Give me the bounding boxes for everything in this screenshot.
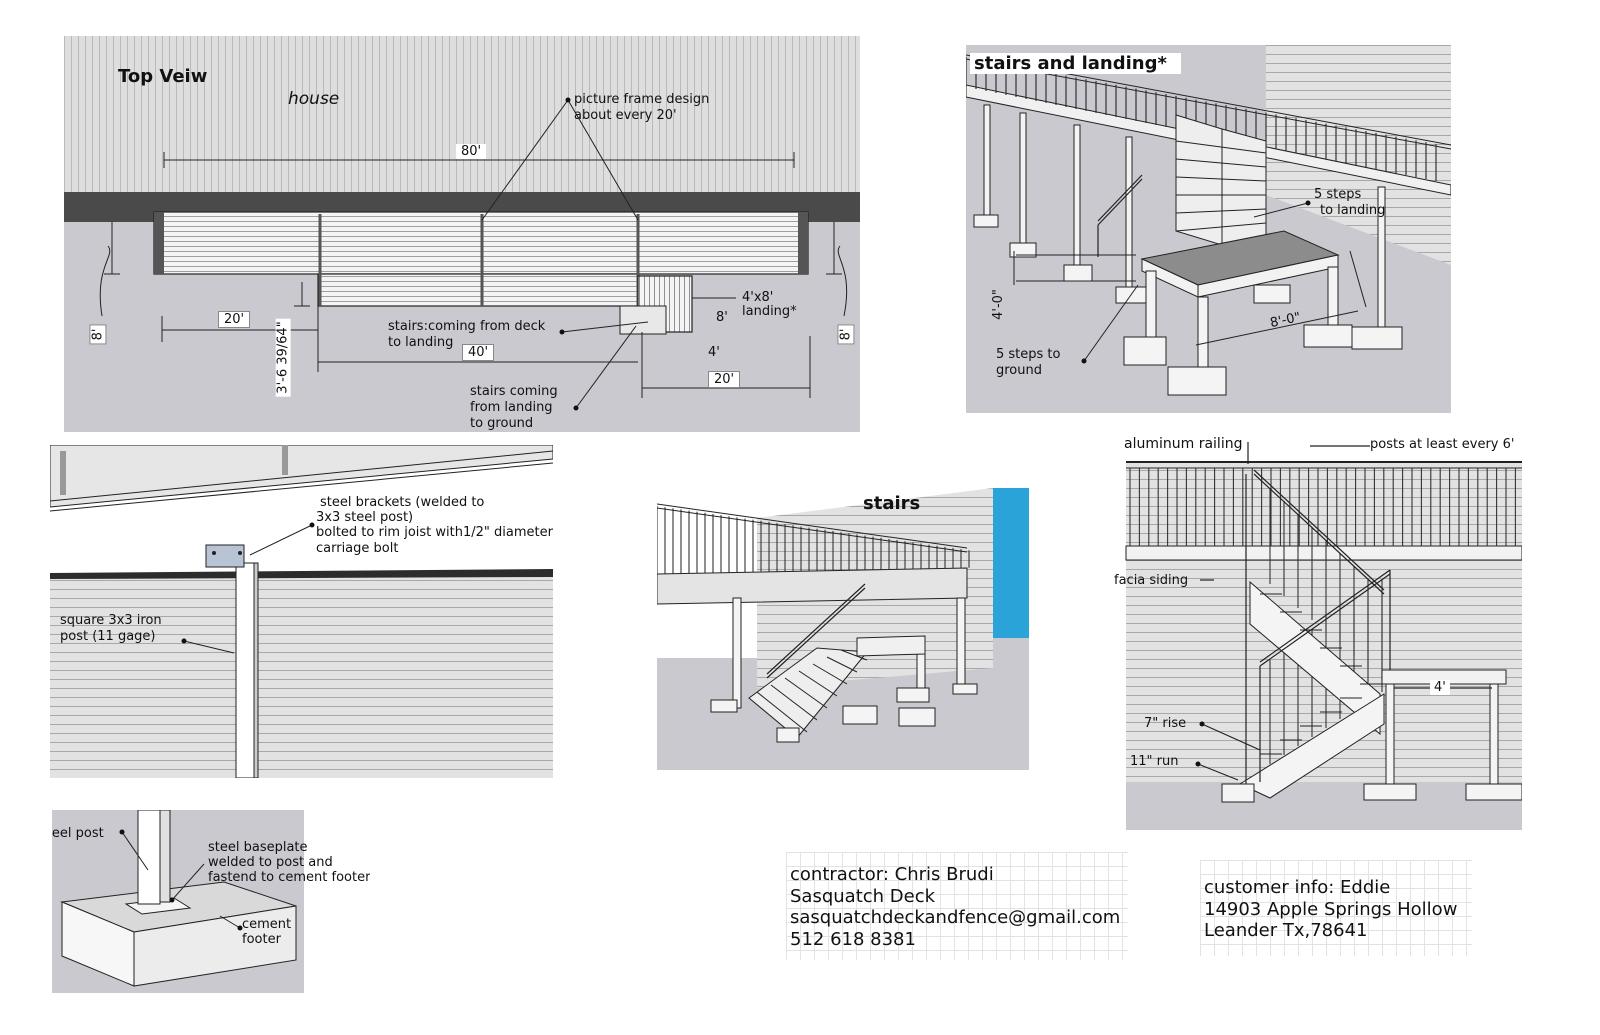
contractor-info-block: contractor: Chris Brudi Sasquatch Deck s… xyxy=(786,852,1128,960)
customer-name: customer info: Eddie xyxy=(1204,877,1391,898)
stairs-deck-to-landing-line-1: stairs:coming from deck xyxy=(388,319,546,334)
facia-siding-label: facia siding xyxy=(1114,573,1189,588)
baseplate-note-line-3: fastend to cement footer xyxy=(208,870,370,885)
landing-height-dim: 4'-0" xyxy=(990,289,1006,320)
baseplate-note-line-1: steel baseplate xyxy=(208,840,308,855)
bracket-post-panel: steel brackets (welded to 3x3 steel post… xyxy=(50,445,553,778)
dim-step-in: 3'-6 39/64" xyxy=(275,318,291,397)
top-view-title: Top Veiw xyxy=(118,66,208,87)
post-note-line-1: square 3x3 iron xyxy=(60,613,162,628)
dim-total-width: 80' xyxy=(456,144,487,159)
dim-middle-section: 40' xyxy=(462,344,495,361)
footer-note-line-1: cement xyxy=(242,917,292,932)
steps-to-ground-line-1: 5 steps to xyxy=(996,347,1061,362)
picture-frame-note-line-2: about every 20' xyxy=(574,108,677,123)
aluminum-railing-label: aluminum railing xyxy=(1124,436,1243,452)
stairs-title: stairs xyxy=(863,493,921,514)
dim-left-depth: 8' xyxy=(89,324,107,345)
landing-depth-label: 8' xyxy=(716,310,728,325)
stairs-landing-to-ground-line-1: stairs coming xyxy=(470,384,558,399)
steps-to-landing-line-1: 5 steps xyxy=(1314,187,1362,202)
top-view-panel: Top Veiw house picture frame design abou… xyxy=(64,36,860,432)
landing-width-label: 4' xyxy=(1430,680,1450,695)
contractor-company: Sasquatch Deck xyxy=(790,886,936,907)
contractor-phone: 512 618 8381 xyxy=(790,929,916,950)
bracket-note-line-2: 3x3 steel post) xyxy=(316,510,414,525)
steel-post-label: steel post xyxy=(52,826,104,841)
contractor-name: contractor: Chris Brudi xyxy=(790,864,994,885)
stairs-landing-title: stairs and landing* xyxy=(970,53,1181,74)
landing-label-line-2: landing* xyxy=(742,304,797,319)
railing-elevation-drawing xyxy=(1110,434,1522,830)
railing-elevation-panel: aluminum railing posts at least every 6'… xyxy=(1110,434,1522,830)
picture-frame-note-line-1: picture frame design xyxy=(574,92,710,107)
customer-address: 14903 Apple Springs Hollow xyxy=(1204,899,1458,920)
footer-detail-panel: steel post steel baseplate welded to pos… xyxy=(52,810,370,993)
stairs-landing-to-ground-line-2: from landing xyxy=(470,400,553,415)
customer-info-block: customer info: Eddie 14903 Apple Springs… xyxy=(1200,860,1472,956)
dim-right-section: 20' xyxy=(708,371,741,388)
run-label: 11" run xyxy=(1130,754,1179,769)
customer-city: Leander Tx,78641 xyxy=(1204,920,1368,941)
rise-label: 7" rise xyxy=(1144,716,1187,731)
post-note-line-2: post (11 gage) xyxy=(60,629,156,644)
stairs-drawing xyxy=(657,488,1029,770)
bracket-note-line-1: steel brackets (welded to xyxy=(320,495,485,510)
steps-to-landing-line-2: to landing xyxy=(1320,203,1386,218)
dim-left-section: 20' xyxy=(218,311,251,328)
bracket-note-line-3: bolted to rim joist with1/2" diameter xyxy=(316,525,553,540)
posts-note-label: posts at least every 6' xyxy=(1370,437,1515,452)
bracket-note-line-4: carriage bolt xyxy=(316,541,399,556)
top-view-drawing xyxy=(64,36,860,432)
landing-width-label: 4' xyxy=(708,345,720,360)
stairs-landing-panel: stairs and landing* 5 steps to landing 5… xyxy=(966,45,1451,413)
landing-label-line-1: 4'x8' xyxy=(742,290,774,305)
contractor-email: sasquatchdeckandfence@gmail.com xyxy=(790,907,1121,928)
footer-detail-drawing xyxy=(52,810,304,993)
stairs-panel: stairs xyxy=(657,488,1029,770)
dim-right-depth: 8' xyxy=(837,324,855,345)
baseplate-note-line-2: welded to post and xyxy=(208,855,333,870)
stairs-landing-drawing xyxy=(966,45,1451,413)
steps-to-ground-line-2: ground xyxy=(996,363,1042,378)
stairs-landing-to-ground-line-3: to ground xyxy=(470,416,534,431)
stairs-deck-to-landing-line-2: to landing xyxy=(388,335,454,350)
footer-note-line-2: footer xyxy=(242,932,281,947)
bracket-post-drawing xyxy=(50,445,553,778)
house-label: house xyxy=(288,89,340,109)
